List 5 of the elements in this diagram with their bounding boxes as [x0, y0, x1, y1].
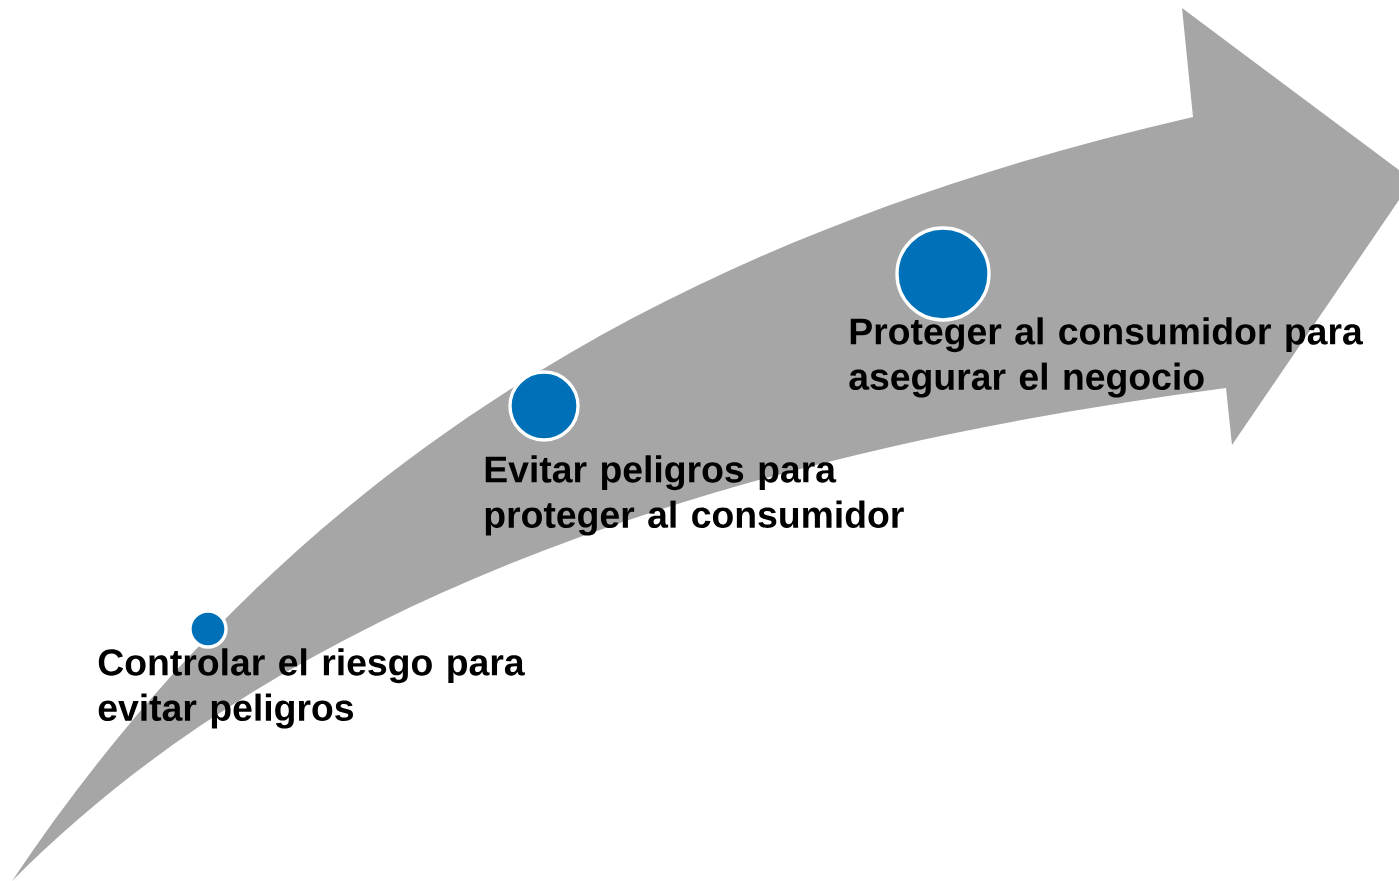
step-circle	[188, 609, 228, 649]
step-text: Proteger al consumidor para asegurar el negocio	[849, 317, 1363, 398]
step-text: Evitar peligros para proteger al consumidor	[485, 455, 904, 536]
step-text: Controlar el riesgo para evitar peligros	[98, 648, 525, 729]
step-circle	[508, 370, 580, 442]
